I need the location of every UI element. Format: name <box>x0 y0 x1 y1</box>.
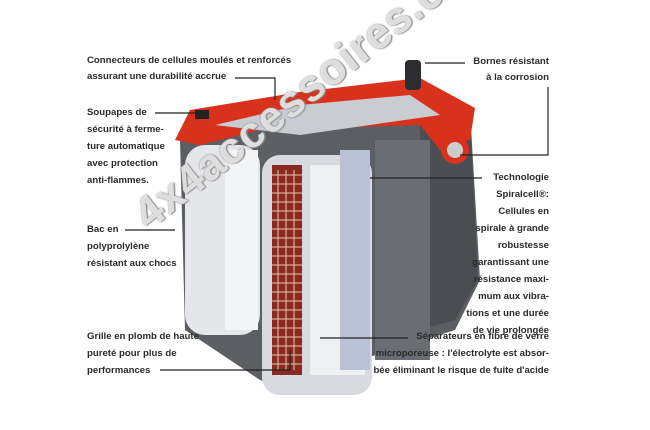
label-technologie: Technologie Spiralcell®: Cellules en spi… <box>466 172 549 336</box>
separator <box>340 150 370 370</box>
battery-terminal <box>405 60 421 90</box>
label-bac: Bac en polyprolylène résistant aux chocs <box>87 224 177 269</box>
label-separateurs: Séparateurs en fibre de verre microporeu… <box>373 331 549 376</box>
lead-grid <box>272 165 302 375</box>
safety-valve <box>195 110 209 119</box>
label-soupapes: Soupapes de sécurité à ferme- ture autom… <box>87 107 165 186</box>
leader-lines <box>125 62 549 371</box>
label-grille: Grille en plomb de haute pureté pour plu… <box>87 331 199 376</box>
label-bornes: Bornes résistant à la corrosion <box>473 56 549 83</box>
label-connecteurs: Connecteurs de cellules moulés et renfor… <box>87 55 292 82</box>
